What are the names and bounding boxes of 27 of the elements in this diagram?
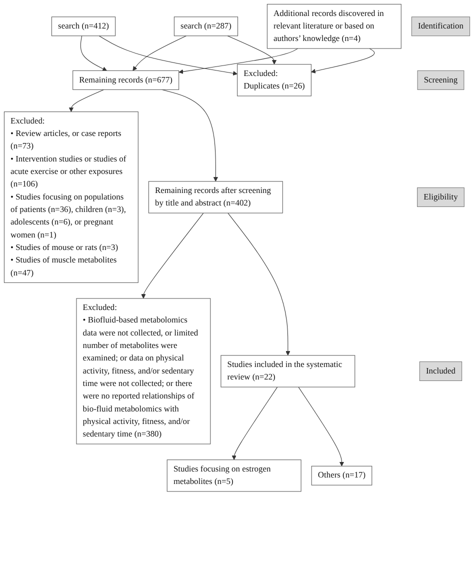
- arrow: [141, 212, 204, 299]
- arrow: [68, 89, 104, 112]
- node-box: search (n=412): [51, 16, 116, 36]
- node-box: Remaining records after screening by title and abstract (n=402): [148, 181, 283, 214]
- node-box: Included: [419, 361, 462, 381]
- node-box: Remaining records (n=677): [72, 70, 180, 90]
- node-box: Screening: [417, 70, 464, 90]
- arrow: [98, 36, 238, 76]
- node-box: Excluded: • Review articles, or case reports (n=73) • Intervention studies or studies of acute exercise or other exposures (n=106) • Studies focusing on populations of patients (n=36), children (n=3), adolescents (n=6), or pregnant women (n=1) • Studies of mouse or rats (n=3) • Studies of muscle metabolites (n=47): [4, 112, 138, 283]
- arrow: [298, 386, 344, 466]
- node-box: Excluded: Duplicates (n=26): [237, 64, 312, 96]
- node-box: Additional records discovered in relevant literature or based on authors’ knowledge (n=4): [266, 4, 402, 49]
- node-box: Studies included in the systematic review (n=22): [220, 355, 356, 388]
- arrow: [310, 48, 375, 74]
- node-box: Eligibility: [417, 187, 464, 207]
- arrow: [227, 36, 277, 65]
- node-box: Studies focusing on estrogen metabolites (n=5): [166, 460, 302, 492]
- node-box: Excluded: • Biofluid-based metabolomics data were not collected, or limited number of metabolites were examined; or data on physical activity, fitness, and/or sedentary time were not collected; or there were no reported relationships of bio-fluid metabolomics with physical activity, fitness, and/or sedentary time (n=380): [76, 298, 211, 444]
- node-box: Others (n=17): [311, 466, 372, 486]
- arrow: [228, 212, 290, 356]
- node-box: Identification: [411, 16, 470, 36]
- arrow: [80, 36, 107, 71]
- arrow: [132, 36, 186, 71]
- arrow: [162, 89, 218, 182]
- node-box: search (n=287): [174, 16, 238, 36]
- arrow: [178, 48, 298, 74]
- arrow: [232, 386, 278, 460]
